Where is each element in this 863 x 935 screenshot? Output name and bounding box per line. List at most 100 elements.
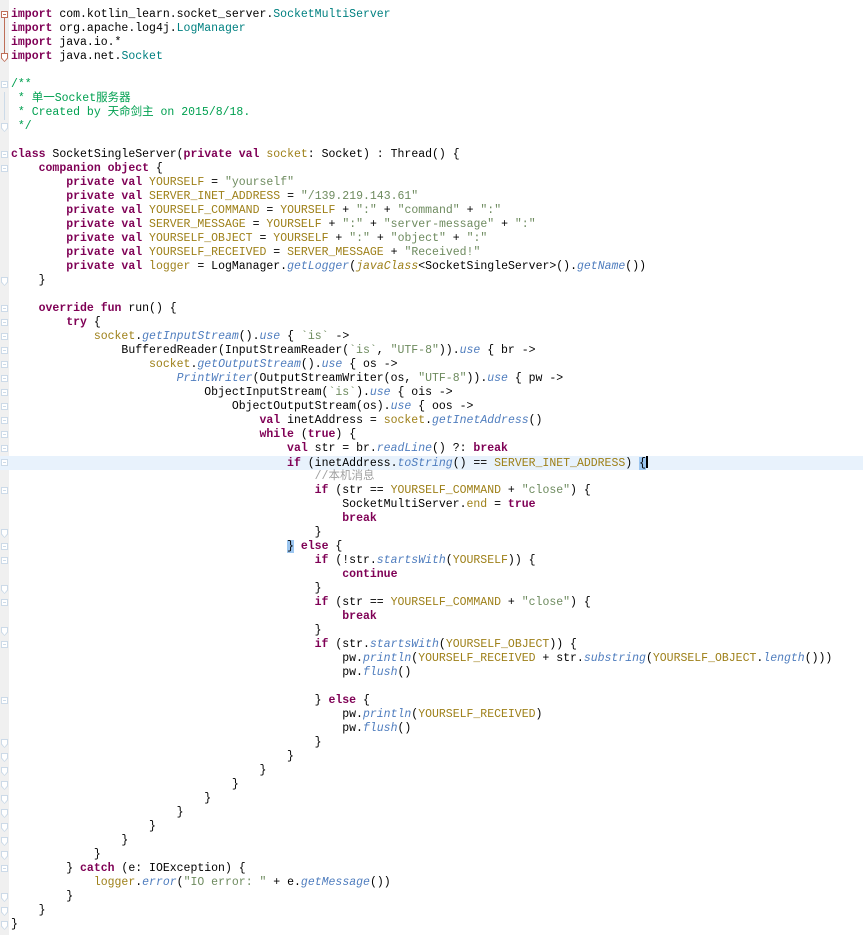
code-line-11[interactable]: class SocketSingleServer(private val soc… [0, 148, 863, 162]
code-line-61[interactable]: } [0, 848, 863, 862]
code-line-29[interactable]: ObjectOutputStream(os).use { oos -> [0, 400, 863, 414]
fold-collapse-icon[interactable] [1, 543, 8, 550]
code-line-37[interactable]: break [0, 512, 863, 526]
fold-end-icon[interactable] [1, 627, 8, 636]
code-line-40[interactable]: if (!str.startsWith(YOURSELF)) { [0, 554, 863, 568]
fold-collapse-icon[interactable] [1, 389, 8, 396]
fold-end-icon[interactable] [1, 809, 8, 818]
code-line-43[interactable]: if (str == YOURSELF_COMMAND + "close") { [0, 596, 863, 610]
fold-end-icon[interactable] [1, 739, 8, 748]
fold-collapse-icon[interactable] [1, 165, 8, 172]
fold-collapse-icon[interactable] [1, 459, 8, 466]
code-line-45[interactable]: } [0, 624, 863, 638]
code-line-59[interactable]: } [0, 820, 863, 834]
code-line-55[interactable]: } [0, 764, 863, 778]
code-line-52[interactable]: pw.flush() [0, 722, 863, 736]
code-line-42[interactable]: } [0, 582, 863, 596]
code-line-2[interactable]: import org.apache.log4j.LogManager [0, 22, 863, 36]
code-line-51[interactable]: pw.println(YOURSELF_RECEIVED) [0, 708, 863, 722]
fold-end-icon[interactable] [1, 893, 8, 902]
code-line-36[interactable]: SocketMultiServer.end = true [0, 498, 863, 512]
code-line-6[interactable]: /** [0, 78, 863, 92]
fold-end-icon[interactable] [1, 53, 8, 62]
code-line-21[interactable] [0, 288, 863, 302]
code-line-5[interactable] [0, 64, 863, 78]
code-line-7[interactable]: * 单一Socket服务器 [0, 92, 863, 106]
code-line-13[interactable]: private val YOURSELF = "yourself" [0, 176, 863, 190]
fold-end-icon[interactable] [1, 837, 8, 846]
fold-end-icon[interactable] [1, 921, 8, 930]
fold-collapse-icon[interactable] [1, 81, 8, 88]
code-line-48[interactable]: pw.flush() [0, 666, 863, 680]
code-line-39[interactable]: } else { [0, 540, 863, 554]
code-line-9[interactable]: */ [0, 120, 863, 134]
fold-end-icon[interactable] [1, 123, 8, 132]
code-line-10[interactable] [0, 134, 863, 148]
fold-end-icon[interactable] [1, 529, 8, 538]
code-line-50[interactable]: } else { [0, 694, 863, 708]
fold-collapse-icon[interactable] [1, 865, 8, 872]
fold-end-icon[interactable] [1, 585, 8, 594]
fold-collapse-icon[interactable] [1, 417, 8, 424]
code-line-27[interactable]: PrintWriter(OutputStreamWriter(os, "UTF-… [0, 372, 863, 386]
fold-collapse-icon[interactable] [1, 599, 8, 606]
fold-collapse-icon[interactable] [1, 361, 8, 368]
fold-end-icon[interactable] [1, 781, 8, 790]
code-line-34[interactable]: //本机消息 [0, 470, 863, 484]
code-line-16[interactable]: private val SERVER_MESSAGE = YOURSELF + … [0, 218, 863, 232]
code-line-66[interactable]: } [0, 918, 863, 932]
code-line-57[interactable]: } [0, 792, 863, 806]
code-line-14[interactable]: private val SERVER_INET_ADDRESS = "/139.… [0, 190, 863, 204]
code-line-4[interactable]: import java.net.Socket [0, 50, 863, 64]
code-line-38[interactable]: } [0, 526, 863, 540]
code-line-49[interactable] [0, 680, 863, 694]
code-line-22[interactable]: override fun run() { [0, 302, 863, 316]
code-line-12[interactable]: companion object { [0, 162, 863, 176]
code-line-47[interactable]: pw.println(YOURSELF_RECEIVED + str.subst… [0, 652, 863, 666]
code-line-20[interactable]: } [0, 274, 863, 288]
code-line-31[interactable]: while (true) { [0, 428, 863, 442]
fold-collapse-icon[interactable] [1, 641, 8, 648]
code-line-63[interactable]: logger.error("IO error: " + e.getMessage… [0, 876, 863, 890]
code-line-41[interactable]: continue [0, 568, 863, 582]
fold-collapse-icon[interactable] [1, 375, 8, 382]
code-line-19[interactable]: private val logger = LogManager.getLogge… [0, 260, 863, 274]
code-line-1[interactable]: import com.kotlin_learn.socket_server.So… [0, 8, 863, 22]
fold-end-icon[interactable] [1, 851, 8, 860]
fold-collapse-icon[interactable] [1, 445, 8, 452]
fold-collapse-icon[interactable] [1, 305, 8, 312]
code-line-17[interactable]: private val YOURSELF_OBJECT = YOURSELF +… [0, 232, 863, 246]
fold-end-icon[interactable] [1, 277, 8, 286]
code-line-53[interactable]: } [0, 736, 863, 750]
fold-collapse-icon[interactable] [1, 151, 8, 158]
code-line-3[interactable]: import java.io.* [0, 36, 863, 50]
code-line-33[interactable]: if (inetAddress.toString() == SERVER_INE… [0, 456, 863, 470]
code-line-58[interactable]: } [0, 806, 863, 820]
code-line-24[interactable]: socket.getInputStream().use { `is` -> [0, 330, 863, 344]
fold-collapse-icon[interactable] [1, 347, 8, 354]
fold-collapse-icon[interactable] [1, 333, 8, 340]
code-line-65[interactable]: } [0, 904, 863, 918]
fold-collapse-icon[interactable] [1, 697, 8, 704]
fold-collapse-icon[interactable] [1, 557, 8, 564]
code-line-15[interactable]: private val YOURSELF_COMMAND = YOURSELF … [0, 204, 863, 218]
code-line-25[interactable]: BufferedReader(InputStreamReader(`is`, "… [0, 344, 863, 358]
code-line-44[interactable]: break [0, 610, 863, 624]
code-line-8[interactable]: * Created by 天命剑主 on 2015/8/18. [0, 106, 863, 120]
code-line-23[interactable]: try { [0, 316, 863, 330]
code-line-28[interactable]: ObjectInputStream(`is`).use { ois -> [0, 386, 863, 400]
code-line-46[interactable]: if (str.startsWith(YOURSELF_OBJECT)) { [0, 638, 863, 652]
code-line-35[interactable]: if (str == YOURSELF_COMMAND + "close") { [0, 484, 863, 498]
code-line-18[interactable]: private val YOURSELF_RECEIVED = SERVER_M… [0, 246, 863, 260]
fold-end-icon[interactable] [1, 767, 8, 776]
code-line-60[interactable]: } [0, 834, 863, 848]
code-line-30[interactable]: val inetAddress = socket.getInetAddress(… [0, 414, 863, 428]
code-line-56[interactable]: } [0, 778, 863, 792]
fold-collapse-icon[interactable] [1, 487, 8, 494]
code-line-62[interactable]: } catch (e: IOException) { [0, 862, 863, 876]
fold-collapse-icon[interactable] [1, 319, 8, 326]
fold-collapse-icon[interactable] [1, 431, 8, 438]
code-line-26[interactable]: socket.getOutputStream().use { os -> [0, 358, 863, 372]
